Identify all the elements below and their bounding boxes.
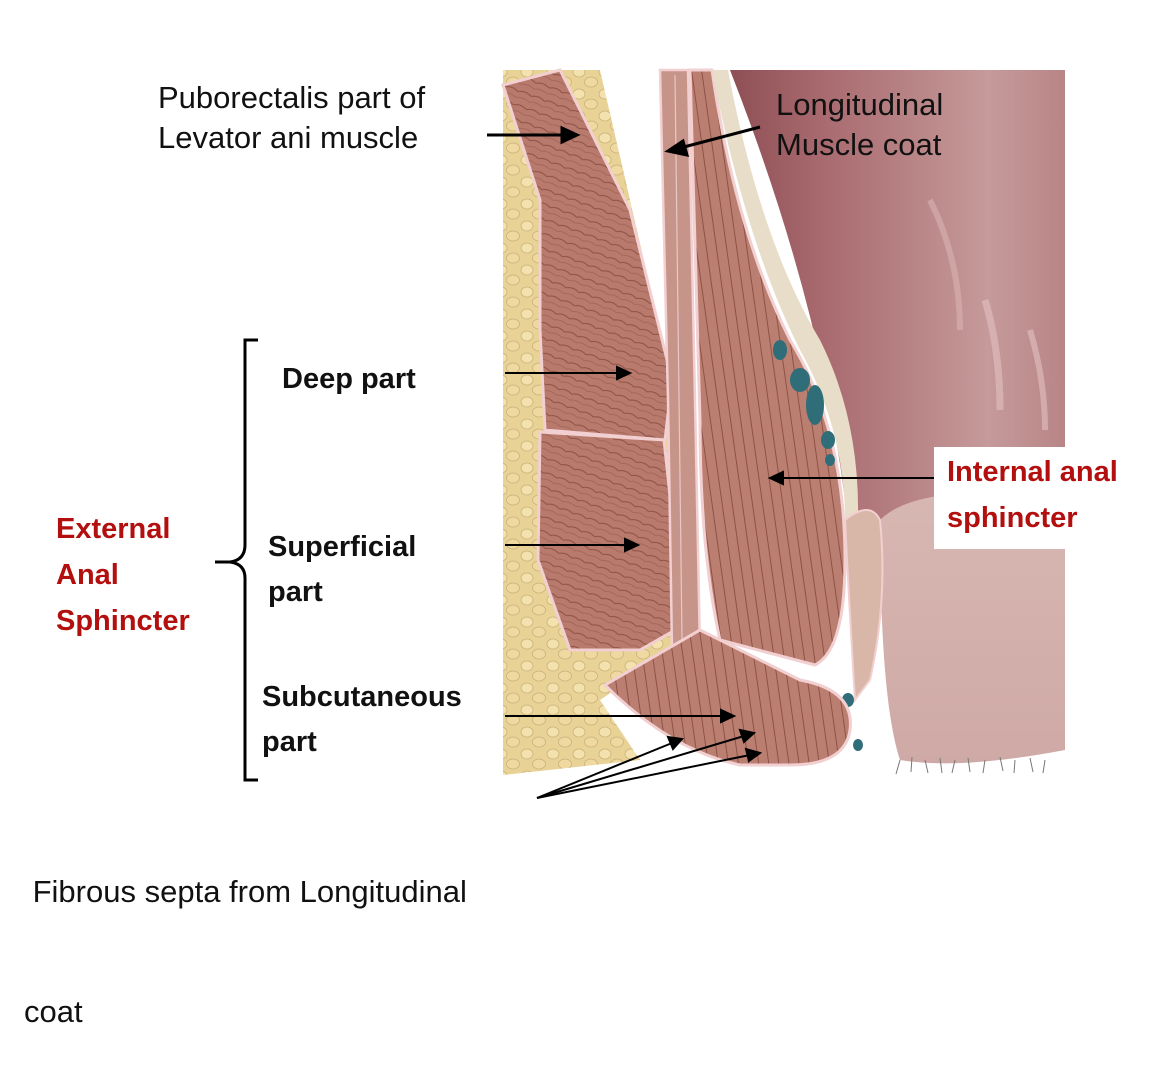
external-line2: Anal	[56, 559, 119, 591]
puborectalis-line2: Levator ani muscle	[158, 120, 419, 155]
external-anal-sphincter-label: External Anal Sphincter	[56, 506, 190, 644]
longitudinal-line2: Muscle coat	[776, 127, 942, 162]
internal-anal-sphincter-label: Internal anal sphincter	[934, 447, 1128, 549]
bracket	[215, 338, 258, 782]
superficial-part-label: Superficial part	[268, 525, 416, 615]
internal-line2: sphincter	[947, 502, 1078, 534]
external-line3: Sphincter	[56, 605, 190, 637]
superficial-line2: part	[268, 576, 323, 608]
longitudinal-coat-label: Longitudinal Muscle coat	[776, 85, 943, 165]
fibrous-line2: coat	[24, 994, 83, 1029]
fibrous-septa-label: Fibrous septa from Longitudinal coat	[24, 792, 467, 1072]
puborectalis-line1: Puborectalis part of	[158, 80, 426, 115]
deep-part-label: Deep part	[282, 363, 416, 395]
fibrous-line1: Fibrous septa from Longitudinal	[24, 874, 467, 909]
superficial-line1: Superficial	[268, 531, 417, 563]
anal-canal-illustration	[215, 68, 1065, 799]
subcutaneous-part-label: Subcutaneous part	[262, 675, 462, 765]
external-line1: External	[56, 513, 171, 545]
internal-line1: Internal anal	[947, 456, 1118, 488]
longitudinal-line1: Longitudinal	[776, 87, 944, 122]
subcutaneous-line2: part	[262, 726, 317, 758]
puborectalis-label: Puborectalis part of Levator ani muscle	[158, 78, 425, 158]
subcutaneous-line1: Subcutaneous	[262, 681, 462, 713]
